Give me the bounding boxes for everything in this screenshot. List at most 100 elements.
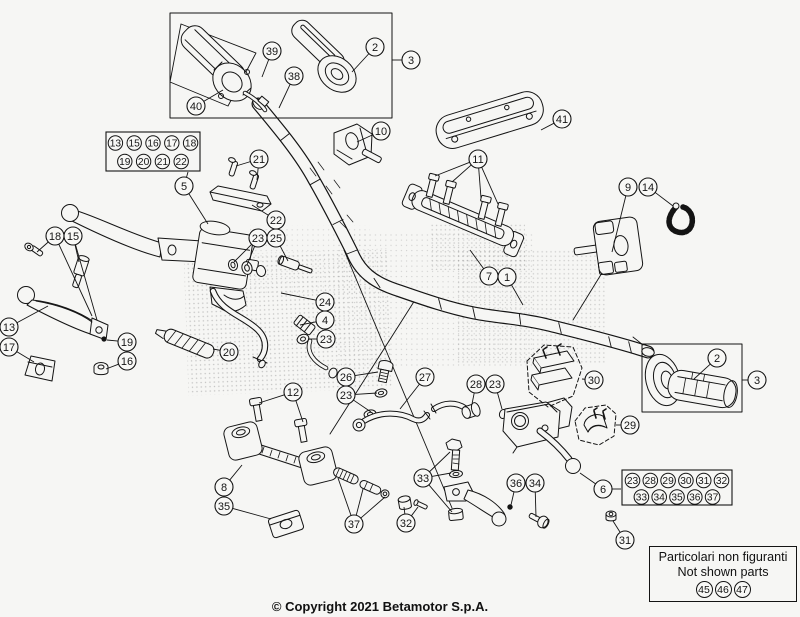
- svg-text:33: 33: [417, 473, 429, 485]
- callout-18: 18: [36, 226, 93, 317]
- handlebar: [251, 97, 655, 359]
- callout-11: 11: [434, 149, 499, 205]
- callout-23: 23: [336, 385, 378, 413]
- lever-holder-17: [24, 355, 56, 382]
- callout-32: 32: [396, 506, 419, 533]
- copyright-text: © Copyright 2021 Betamotor S.p.A.: [271, 599, 489, 614]
- centerline-hints: [329, 249, 606, 509]
- handlebar-riser-clamps: [223, 421, 338, 486]
- svg-text:34: 34: [529, 478, 541, 490]
- svg-text:23: 23: [627, 476, 639, 487]
- svg-text:30: 30: [680, 476, 692, 487]
- part-number-47: 47: [733, 581, 751, 598]
- svg-text:7: 7: [486, 271, 492, 283]
- svg-text:1: 1: [504, 272, 510, 284]
- svg-text:23: 23: [489, 379, 501, 391]
- brake-hose-rear: [430, 400, 508, 419]
- callout-20: 20: [212, 342, 239, 362]
- svg-text:13: 13: [110, 139, 122, 150]
- svg-text:34: 34: [654, 493, 666, 504]
- svg-text:27: 27: [419, 372, 431, 384]
- svg-text:28: 28: [470, 379, 482, 391]
- callout-6: 6: [579, 472, 621, 499]
- part-number-45: 45: [695, 581, 713, 598]
- clutch-lever-assembly: [61, 204, 259, 313]
- not-shown-title-it: Particolari non figuranti: [658, 550, 788, 564]
- callout-27: 27: [399, 367, 435, 410]
- svg-text:12: 12: [287, 387, 299, 399]
- callout-21: 21: [235, 149, 269, 181]
- hose-elbow-fitting: [293, 314, 338, 379]
- callout-36: 36: [506, 473, 526, 506]
- nut-16: [93, 362, 109, 376]
- cap-31: [605, 510, 617, 522]
- handlebar-knurling: [309, 161, 354, 229]
- pushrod-pin-15: [72, 255, 90, 289]
- svg-text:24: 24: [319, 297, 331, 309]
- not-shown-title-en: Not shown parts: [677, 564, 769, 579]
- svg-text:35: 35: [218, 501, 230, 513]
- svg-text:9: 9: [625, 182, 631, 194]
- svg-text:21: 21: [253, 154, 265, 166]
- spare-clutch-lever: [17, 286, 109, 341]
- svg-text:32: 32: [716, 476, 728, 487]
- adjuster-parts-37: [333, 467, 390, 499]
- throttle-cable: [242, 90, 270, 113]
- callout-12: 12: [258, 382, 304, 423]
- callout-14: 14: [638, 177, 674, 207]
- callout-24: 24: [280, 292, 335, 312]
- callout-23: 23: [233, 228, 268, 266]
- callout-31: 31: [612, 520, 635, 550]
- pivot-ball-36: [507, 504, 513, 510]
- callout-4: 4: [299, 310, 335, 330]
- svg-text:23: 23: [252, 233, 264, 245]
- callout-9: 9: [611, 177, 638, 253]
- callout-3: 3: [392, 50, 421, 70]
- clutch-bracket-plate: [209, 185, 272, 212]
- not-shown-parts-box: Particolari non figuranti Not shown part…: [649, 546, 797, 602]
- throttle-tube: [291, 19, 357, 93]
- kill-switch: [573, 216, 644, 276]
- svg-text:40: 40: [190, 101, 202, 113]
- svg-text:25: 25: [270, 233, 282, 245]
- callout-1: 1: [497, 267, 524, 306]
- not-shown-part-numbers: 45 46 47: [650, 581, 796, 598]
- svg-text:2: 2: [714, 353, 720, 365]
- spare-brake-lever: [443, 481, 507, 527]
- callout-16: 16: [105, 351, 137, 371]
- svg-text:21: 21: [157, 157, 169, 168]
- svg-text:19: 19: [121, 337, 133, 349]
- svg-text:18: 18: [185, 139, 197, 150]
- lever-bolt-33: [445, 438, 464, 522]
- callout-41: 41: [540, 109, 572, 131]
- svg-text:13: 13: [3, 322, 15, 334]
- svg-text:17: 17: [166, 139, 178, 150]
- callout-23: 23: [308, 329, 336, 349]
- shim-kit-30: [526, 343, 583, 408]
- svg-text:37: 37: [707, 493, 719, 504]
- front-master-cylinder: [502, 397, 581, 474]
- svg-text:30: 30: [588, 375, 600, 387]
- box-link-line: [632, 336, 644, 346]
- throttle-detail-box: [169, 12, 393, 119]
- callout-13: 13: [0, 305, 49, 337]
- svg-text:26: 26: [340, 372, 352, 384]
- callout-7: 7: [469, 249, 499, 286]
- svg-text:10: 10: [375, 126, 387, 138]
- callout-28: 28: [466, 374, 486, 405]
- callout-10: 10: [356, 121, 391, 143]
- clamp-bolts-12: [248, 396, 308, 443]
- svg-text:20: 20: [138, 157, 150, 168]
- callout-33: 33: [413, 451, 453, 513]
- callout-23: 23: [485, 374, 505, 410]
- svg-text:29: 29: [662, 476, 674, 487]
- svg-text:38: 38: [288, 71, 300, 83]
- svg-text:4: 4: [322, 315, 328, 327]
- svg-text:5: 5: [181, 181, 187, 193]
- svg-text:15: 15: [129, 139, 141, 150]
- svg-text:39: 39: [266, 46, 278, 58]
- callout-17: 17: [0, 337, 35, 363]
